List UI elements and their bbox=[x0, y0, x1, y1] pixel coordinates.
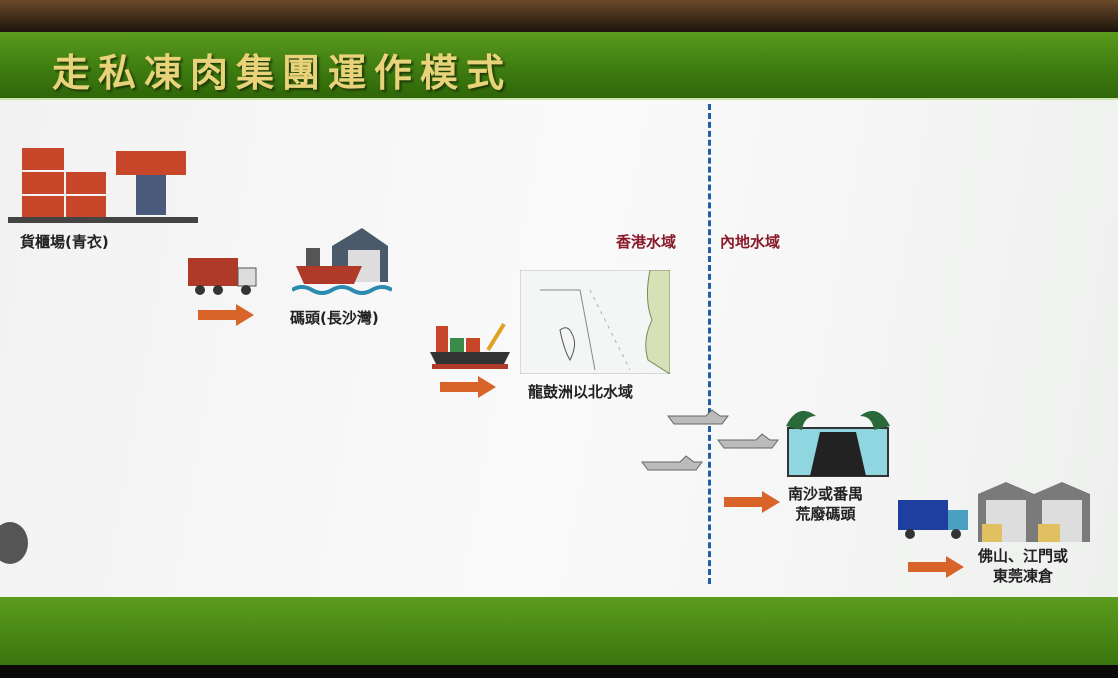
step-label-abandoned-pier: 南沙或番禺 荒廢碼頭 bbox=[788, 484, 863, 524]
cold-warehouse-icon bbox=[978, 482, 1090, 542]
arrow-icon bbox=[724, 491, 780, 513]
label-line: 東莞凍倉 bbox=[993, 567, 1054, 585]
step-label-pier: 碼頭(長沙灣) bbox=[290, 309, 379, 327]
step-label-container-yard: 貨櫃場(青衣) bbox=[20, 233, 109, 251]
sea-map-image bbox=[520, 270, 670, 374]
arrow-icon bbox=[908, 556, 964, 578]
zone-label-mainland: 內地水域 bbox=[720, 233, 781, 251]
abandoned-pier-icon bbox=[786, 410, 890, 477]
label-line: 荒廢碼頭 bbox=[795, 505, 856, 523]
speedboat-icon bbox=[717, 433, 779, 449]
arrow-icon bbox=[198, 304, 254, 326]
slide-title: 走私凍肉集團運作模式 bbox=[52, 51, 513, 95]
arrow-icon bbox=[440, 376, 496, 398]
title-bar: 走私凍肉集團運作模式 bbox=[0, 32, 1118, 100]
label-line: 南沙或番禺 bbox=[788, 485, 864, 503]
step-label-sea-area: 龍鼓洲以北水域 bbox=[528, 383, 634, 401]
screen-frame-bottom bbox=[0, 665, 1118, 678]
truck-icon bbox=[188, 258, 257, 295]
bottom-bar bbox=[0, 597, 1118, 665]
zone-label-hong-kong: 香港水域 bbox=[616, 233, 677, 251]
border-divider-line bbox=[708, 104, 711, 584]
step-label-cold-warehouse: 佛山、江門或 東莞凍倉 bbox=[978, 546, 1068, 586]
speedboat-icon bbox=[667, 409, 729, 425]
cargo-ship-icon bbox=[430, 322, 510, 369]
screen-frame-top bbox=[0, 0, 1118, 32]
speedboat-icon bbox=[641, 455, 703, 471]
container-yard-icon bbox=[8, 148, 198, 223]
pier-ship-icon bbox=[292, 228, 392, 295]
label-line: 佛山、江門或 bbox=[978, 547, 1069, 565]
slide-nav-button[interactable] bbox=[0, 522, 28, 564]
delivery-truck-icon bbox=[898, 500, 968, 539]
